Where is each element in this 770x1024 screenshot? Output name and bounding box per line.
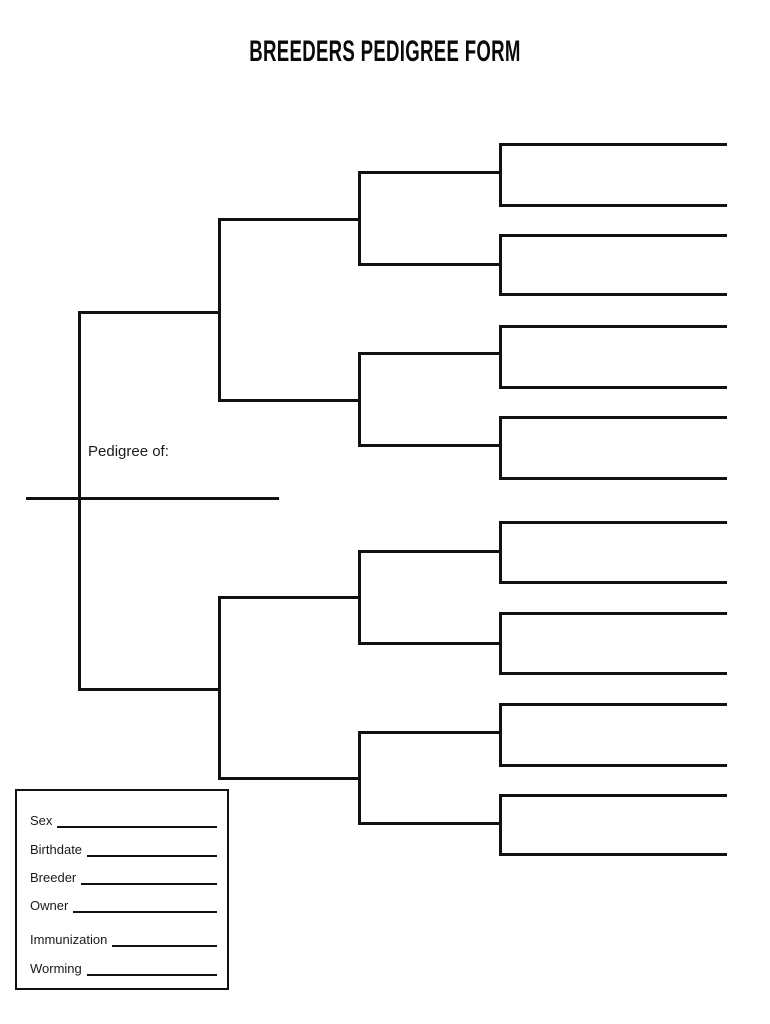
parents-bracket-line bbox=[78, 311, 81, 691]
gg-grandparents-bracket-line-1 bbox=[499, 143, 502, 207]
birthdate-blank-line[interactable] bbox=[87, 839, 217, 857]
grandparent-name-line-3[interactable] bbox=[218, 596, 361, 599]
info-row-sex: Sex bbox=[30, 810, 217, 828]
info-row-worming: Worming bbox=[30, 958, 217, 976]
info-row-breeder: Breeder bbox=[30, 867, 217, 885]
gg-grandparents-bracket-line-3 bbox=[499, 325, 502, 389]
gg-grandparent-name-line-14[interactable] bbox=[499, 764, 727, 767]
owner-blank-line[interactable] bbox=[73, 895, 217, 913]
info-box: Sex Birthdate Breeder Owner Immunization… bbox=[15, 789, 229, 990]
gg-grandparent-name-line-4[interactable] bbox=[499, 293, 727, 296]
info-row-birthdate: Birthdate bbox=[30, 839, 217, 857]
gg-grandparent-name-line-13[interactable] bbox=[499, 703, 727, 706]
pedigree-of-label: Pedigree of: bbox=[88, 443, 169, 460]
great-grandparent-name-line-4[interactable] bbox=[358, 444, 502, 447]
owner-label: Owner bbox=[30, 898, 69, 913]
great-grandparent-name-line-5[interactable] bbox=[358, 550, 502, 553]
info-row-immunization: Immunization bbox=[30, 929, 217, 947]
gg-grandparent-name-line-7[interactable] bbox=[499, 416, 727, 419]
great-grandparent-name-line-2[interactable] bbox=[358, 263, 502, 266]
gg-grandparents-bracket-line-7 bbox=[499, 703, 502, 767]
great-grandparent-name-line-3[interactable] bbox=[358, 352, 502, 355]
gg-grandparent-name-line-12[interactable] bbox=[499, 672, 727, 675]
sire-name-line[interactable] bbox=[78, 311, 221, 314]
immunization-label: Immunization bbox=[30, 932, 108, 947]
great-grandparent-name-line-7[interactable] bbox=[358, 731, 502, 734]
subject-name-line[interactable] bbox=[26, 497, 279, 500]
grandparent-name-line-4[interactable] bbox=[218, 777, 361, 780]
info-row-owner: Owner bbox=[30, 895, 217, 913]
gg-grandparent-name-line-15[interactable] bbox=[499, 794, 727, 797]
gg-grandparent-name-line-3[interactable] bbox=[499, 234, 727, 237]
grandparents-bracket-line-sire bbox=[218, 218, 221, 402]
gg-grandparent-name-line-11[interactable] bbox=[499, 612, 727, 615]
gg-grandparents-bracket-line-4 bbox=[499, 416, 502, 480]
worming-label: Worming bbox=[30, 961, 82, 976]
grandparent-name-line-2[interactable] bbox=[218, 399, 361, 402]
breeder-label: Breeder bbox=[30, 870, 77, 885]
gg-grandparents-bracket-line-8 bbox=[499, 794, 502, 856]
birthdate-label: Birthdate bbox=[30, 842, 83, 857]
great-grandparent-name-line-6[interactable] bbox=[358, 642, 502, 645]
gg-grandparent-name-line-1[interactable] bbox=[499, 143, 727, 146]
worming-blank-line[interactable] bbox=[86, 958, 217, 976]
gg-grandparent-name-line-5[interactable] bbox=[499, 325, 727, 328]
gg-grandparent-name-line-10[interactable] bbox=[499, 581, 727, 584]
grandparent-name-line-1[interactable] bbox=[218, 218, 361, 221]
gg-grandparent-name-line-6[interactable] bbox=[499, 386, 727, 389]
sex-blank-line[interactable] bbox=[57, 810, 217, 828]
immunization-blank-line[interactable] bbox=[112, 929, 217, 947]
great-grandparent-name-line-1[interactable] bbox=[358, 171, 502, 174]
form-title: BREEDERS PEDIGREE FORM bbox=[249, 35, 521, 68]
gg-grandparent-name-line-16[interactable] bbox=[499, 853, 727, 856]
gg-grandparent-name-line-2[interactable] bbox=[499, 204, 727, 207]
gg-grandparent-name-line-9[interactable] bbox=[499, 521, 727, 524]
great-grandparent-name-line-8[interactable] bbox=[358, 822, 502, 825]
gg-grandparent-name-line-8[interactable] bbox=[499, 477, 727, 480]
dam-name-line[interactable] bbox=[78, 688, 221, 691]
breeder-blank-line[interactable] bbox=[81, 867, 217, 885]
sex-label: Sex bbox=[30, 813, 53, 828]
